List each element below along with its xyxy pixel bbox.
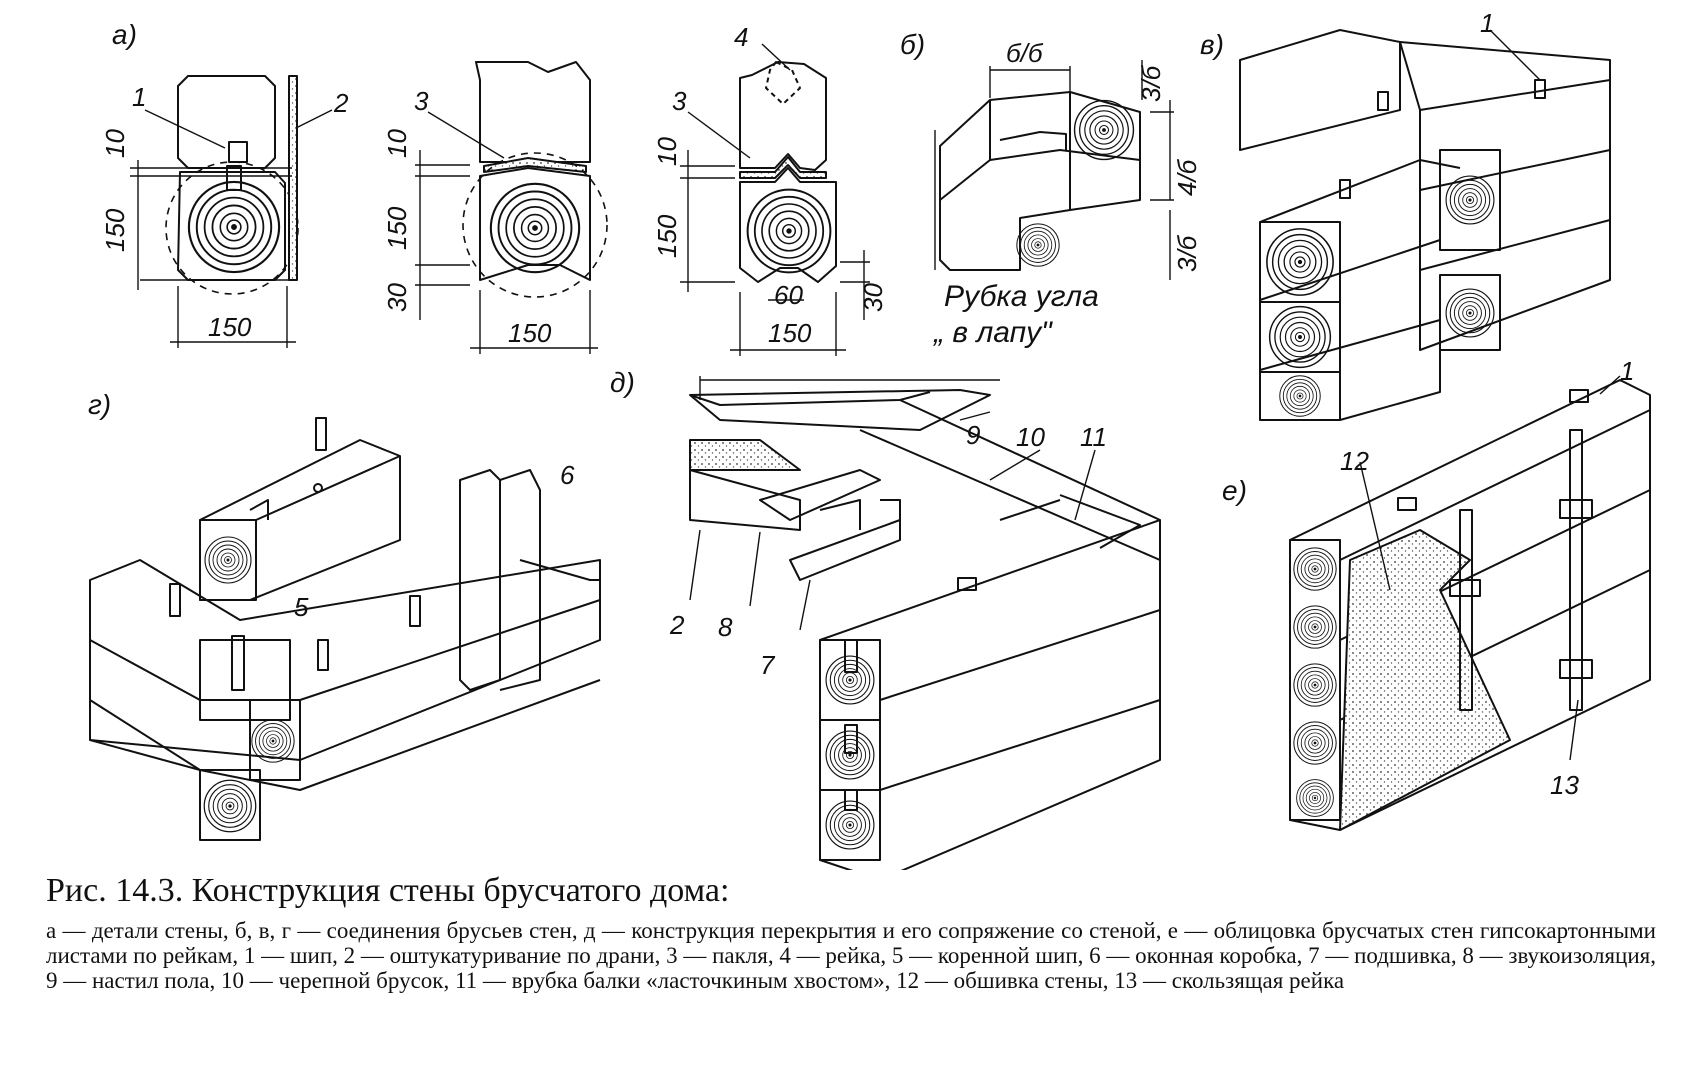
- figure-drawing: а) б) в) г) д) е) 1 2 10 150 150 3 10 15…: [88, 8, 1651, 870]
- panel-label-g: г): [88, 389, 111, 420]
- dim-a3-width: 150: [768, 318, 812, 348]
- dim-a2-width: 150: [508, 318, 552, 348]
- wall-cladding-e: [1289, 375, 1651, 831]
- panel-label-a: а): [112, 19, 137, 50]
- dim-a3-height: 150: [652, 214, 682, 258]
- dim-b-r2: 4/б: [1172, 158, 1202, 196]
- callout-10: 10: [1016, 422, 1045, 452]
- dim-a2-height: 150: [382, 206, 412, 250]
- callout-3: 3: [414, 86, 429, 116]
- wall-joint-g: [89, 417, 601, 841]
- panel-label-d: д): [610, 367, 635, 398]
- dim-a2-bottom: 30: [382, 283, 412, 312]
- section-a1: [130, 75, 333, 348]
- callout-5: 5: [294, 592, 309, 622]
- section-a3: [680, 43, 870, 356]
- dim-a3-groove: 60: [774, 280, 803, 310]
- dim-a1-gap: 10: [100, 129, 130, 158]
- dim-b-top: б/б: [1006, 38, 1044, 68]
- dim-a3-bottom: 30: [858, 283, 888, 312]
- corner-joint-b: [934, 60, 1174, 280]
- wall-joint-v: [1239, 29, 1611, 421]
- callout-12: 12: [1340, 446, 1369, 476]
- callout-11: 11: [1080, 422, 1107, 452]
- callout-4: 4: [734, 22, 748, 52]
- callout-6: 6: [560, 460, 575, 490]
- callout-8: 8: [718, 612, 733, 642]
- callout-13: 13: [1550, 770, 1579, 800]
- corner-joint-label-line2: „ в лапу": [932, 316, 1053, 349]
- caption-title: Рис. 14.3. Конструкция стены брусчатого …: [46, 872, 730, 909]
- dim-a1-height: 150: [100, 208, 130, 252]
- caption-body: а — детали стены, б, в, г — соединения б…: [46, 918, 1656, 993]
- callout-7: 7: [760, 650, 776, 680]
- callout-3b: 3: [672, 86, 687, 116]
- dim-b-r3: 3/б: [1172, 234, 1202, 272]
- callout-1: 1: [132, 82, 146, 112]
- figure-caption: Рис. 14.3. Конструкция стены брусчатого …: [46, 872, 1656, 993]
- callout-9: 9: [966, 420, 980, 450]
- dim-b-r1: 3/б: [1136, 64, 1166, 102]
- panel-label-b: б): [900, 29, 925, 60]
- panel-label-v: в): [1200, 29, 1224, 60]
- callout-1-v: 1: [1480, 8, 1494, 38]
- dim-a3-gap: 10: [652, 137, 682, 166]
- floor-construction-d: [689, 376, 1161, 870]
- corner-joint-label-line1: Рубка угла: [944, 280, 1099, 313]
- callout-2d: 2: [669, 610, 685, 640]
- panel-label-e: е): [1222, 475, 1247, 506]
- section-a2: [415, 61, 608, 354]
- callout-2: 2: [333, 88, 349, 118]
- callout-1-e: 1: [1620, 356, 1634, 386]
- dim-a1-width: 150: [208, 312, 252, 342]
- dim-a2-gap: 10: [382, 129, 412, 158]
